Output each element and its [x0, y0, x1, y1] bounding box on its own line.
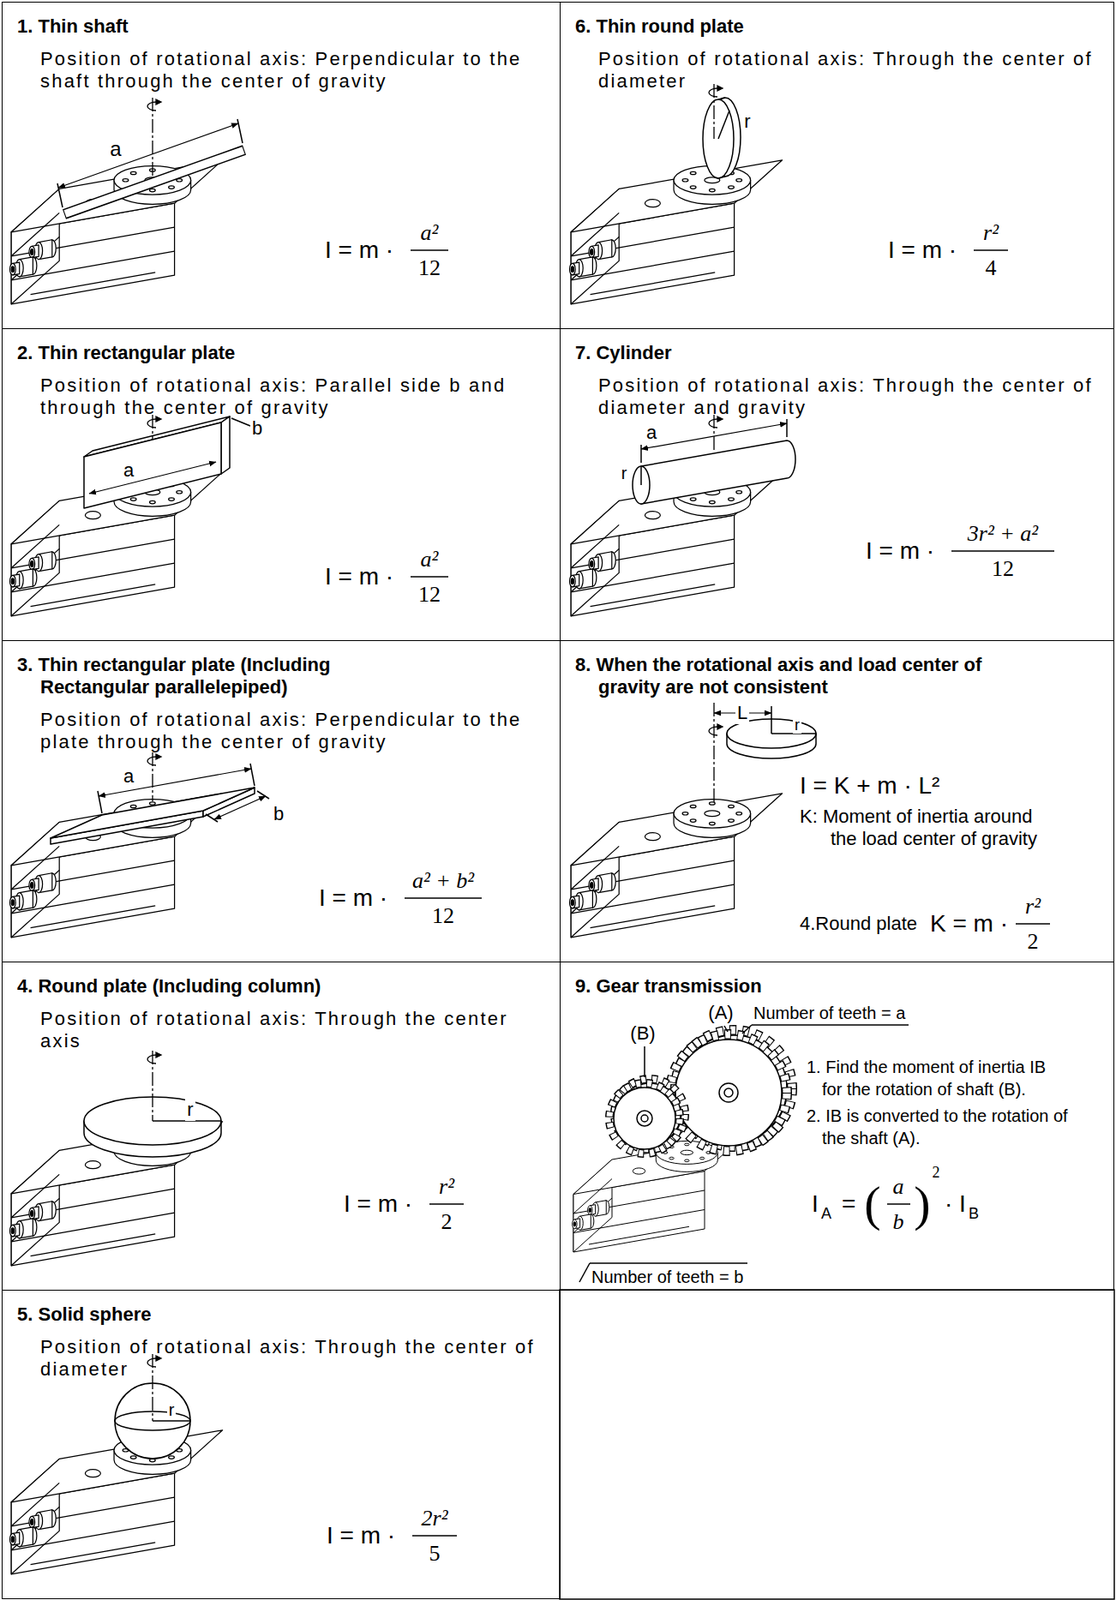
formula-text: a² + b² [412, 868, 474, 894]
cell-heading: 2. Thin rectangular plate [17, 342, 532, 365]
formula-text: 2 [932, 1164, 941, 1182]
offset-round-plate [714, 706, 816, 759]
formula-text: I = m · [888, 236, 957, 264]
note-text: 2. IB is converted to the rotation of th… [806, 1104, 1086, 1150]
fraction-bar [1015, 923, 1050, 925]
axis-description: Position of rotational axis: Through the… [40, 1336, 555, 1381]
dimension-label: b [250, 417, 264, 439]
formula-text: Number of teeth = b [591, 1267, 744, 1288]
formula-text: r² [983, 220, 999, 246]
formula-text: 2 [441, 1209, 453, 1236]
empty-cell [559, 1290, 1115, 1600]
dimension-label: r [619, 463, 630, 484]
cell-heading: 3. Thin rectangular plate (Including Rec… [17, 654, 378, 699]
formula-text: K = m · [930, 910, 1008, 938]
formula-text: = [841, 1190, 856, 1218]
formula-text: · I [944, 1190, 966, 1218]
formula-text: I = m · [324, 236, 394, 264]
table-cell: 7. CylinderPosition of rotational axis: … [559, 328, 1115, 642]
formula-text: I = K + m · L² [799, 772, 940, 800]
formula-text: a² [420, 220, 439, 246]
thin-round-plate [702, 97, 741, 179]
axis-description: Position of rotational axis: Perpendicul… [40, 48, 555, 93]
fraction-bar [412, 1535, 457, 1537]
formula-text: A [821, 1205, 832, 1224]
table-cell: 2. Thin rectangular platePosition of rot… [1, 328, 561, 642]
formula-text: 4.Round plate [799, 912, 918, 935]
formula-text: I = m · [326, 1522, 396, 1550]
dimension-label: r [185, 1098, 195, 1121]
fraction-bar [951, 550, 1055, 552]
formula-text: r² [1025, 894, 1041, 920]
dimension-label: r [167, 1400, 177, 1421]
table-cell: 4. Round plate (Including column) Positio… [1, 961, 561, 1291]
cell-heading: 9. Gear transmission [575, 975, 1090, 998]
formula-text: ) [913, 1176, 930, 1234]
formula-text: 12 [418, 255, 441, 282]
rectangular-plate [84, 416, 251, 509]
formula-text: b [893, 1209, 905, 1236]
formula-text: I [811, 1190, 819, 1218]
fraction-bar [887, 1203, 911, 1206]
formula-text: 4 [985, 255, 997, 282]
formula-text: 12 [432, 903, 455, 930]
cell-heading: 5. Solid sphere [17, 1303, 532, 1326]
fraction-bar [429, 1203, 464, 1206]
dimension-label: b [271, 803, 286, 825]
formula-text: I = m · [343, 1190, 413, 1218]
fraction-bar [973, 249, 1008, 252]
fraction-bar [410, 576, 449, 578]
dimension-label: r [742, 110, 752, 132]
formula-text: ( [864, 1176, 881, 1234]
formula-text: 12 [991, 556, 1014, 582]
dimension-label: a [644, 421, 659, 444]
formula-text: Number of teeth = a [753, 1003, 906, 1024]
dimension-label: L [735, 702, 750, 724]
formula-text: 2r² [421, 1506, 449, 1532]
axis-description: Position of rotational axis: Through the… [598, 48, 1109, 93]
formula-text: I = m · [865, 537, 935, 565]
thin-shaft [57, 119, 245, 215]
cell-heading: 4. Round plate (Including column) [17, 975, 532, 998]
formula-text: r² [438, 1174, 455, 1200]
dimension-label: r [792, 716, 802, 735]
formula-text: a² [420, 546, 439, 573]
note-text: 1. Find the moment of inertia IB for the… [806, 1056, 1064, 1101]
formula-text: B [968, 1205, 979, 1224]
fraction-bar [410, 249, 449, 252]
formula-text: I = m · [324, 563, 394, 591]
formula-text: a [893, 1174, 905, 1200]
fraction-bar [404, 897, 482, 900]
rotary-actuator [10, 160, 783, 1575]
axis-description: Position of rotational axis: Parallel si… [40, 374, 555, 420]
cell-heading: 7. Cylinder [575, 342, 1090, 365]
formula-text: 12 [418, 582, 441, 608]
formula-text: (A) [708, 1002, 733, 1024]
cell-heading: 6. Thin round plate [575, 15, 1090, 38]
dimension-label: a [121, 459, 136, 481]
cell-heading: 1. Thin shaft [17, 15, 532, 38]
dimension-label: (B) [628, 1022, 657, 1044]
cell-heading: 8. When the rotational axis and load cen… [575, 654, 1021, 699]
formula-text: I = m · [318, 884, 388, 912]
table-cell: 3. Thin rectangular plate (Including Rec… [1, 640, 561, 963]
formula-text: 5 [429, 1541, 441, 1567]
axis-description: Position of rotational axis: Through the… [40, 1008, 534, 1053]
table-cell: 1. Thin shaftPosition of rotational axis… [1, 1, 561, 330]
dimension-label: a [121, 765, 136, 787]
axis-description: Position of rotational axis: Through the… [598, 374, 1109, 420]
formula-text: 2 [1027, 929, 1039, 955]
flat-plate [50, 763, 270, 845]
dimension-label: a [108, 137, 123, 162]
table-cell: 6. Thin round platePosition of rotationa… [559, 1, 1115, 330]
axis-description: Position of rotational axis: Perpendicul… [40, 708, 555, 754]
note-text: K: Moment of inertia around the load cen… [799, 805, 1049, 851]
formula-text: 3r² + a² [967, 521, 1038, 547]
table-cell: 5. Solid spherePosition of rotational ax… [1, 1290, 561, 1600]
